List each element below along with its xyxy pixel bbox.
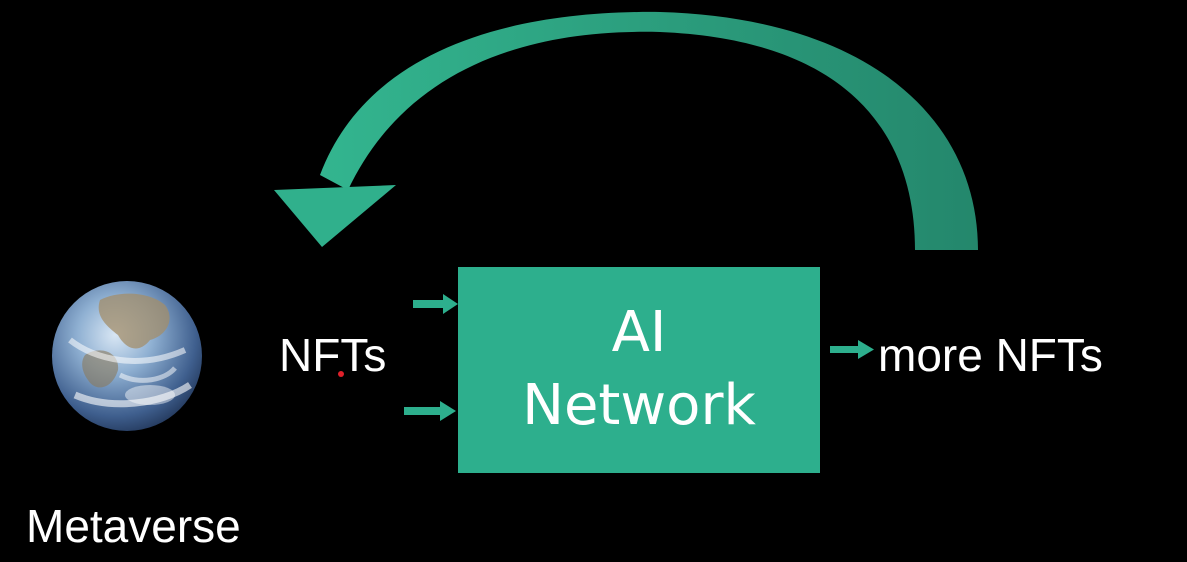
nfts-label: NFTs [279, 329, 387, 381]
curved-feedback-arrow-icon [274, 11, 978, 250]
metaverse-label: Metaverse [26, 500, 241, 552]
output-arrow [830, 340, 874, 359]
ai-network-line1: AI [611, 300, 667, 366]
more-nfts-label: more NFTs [878, 329, 1103, 381]
earth-globe-icon [52, 281, 202, 431]
ai-network-line2: Network [522, 373, 756, 438]
input-arrow-bottom [404, 401, 456, 421]
cursor-dot-icon [338, 371, 344, 377]
ai-network-box: AI Network [458, 267, 820, 473]
input-arrow-top [413, 294, 458, 314]
